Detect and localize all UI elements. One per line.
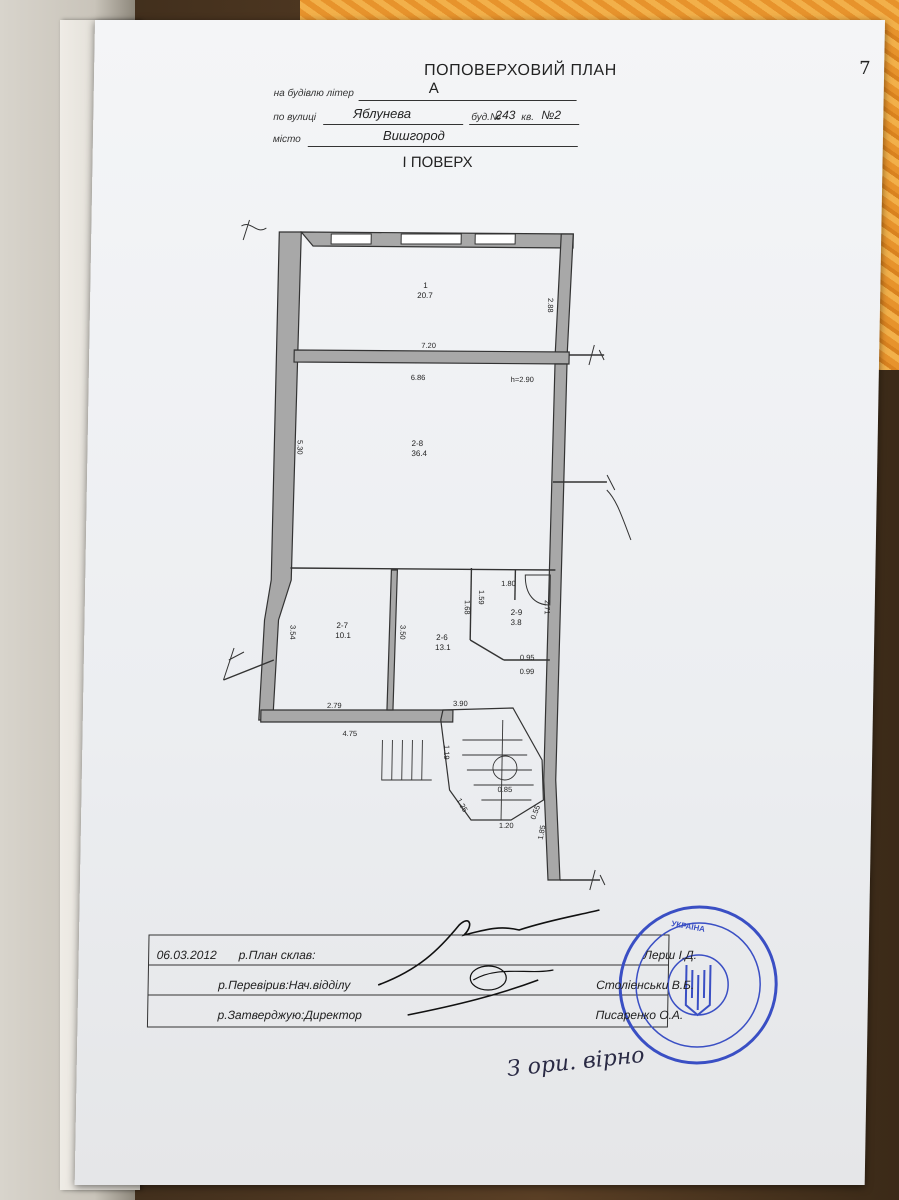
room-1-area: 20.7 <box>417 291 433 300</box>
dim-2-79: 2.79 <box>327 701 342 710</box>
room-labels: 1 20.7 2-8 36.4 2-7 10.1 2-6 13.1 2-9 3.… <box>335 281 523 652</box>
handwritten-signature <box>377 909 600 1016</box>
dim-3-90: 3.90 <box>453 699 468 708</box>
floor-plan-document: ПОПОВЕРХОВИЙ ПЛАН 7 на будівлю літер А п… <box>74 20 885 1185</box>
room-2-6-id: 2-6 <box>436 633 448 642</box>
dim-1-59: 1.59 <box>477 590 486 605</box>
room-2-8-area: 36.4 <box>411 449 427 458</box>
room-2-7-area: 10.1 <box>335 631 351 640</box>
checked-label: р.Перевірив:Нач.відділу <box>218 978 351 992</box>
dim-6-86: 6.86 <box>411 373 426 382</box>
floor-plan-drawing: 1 20.7 2-8 36.4 2-7 10.1 2-6 13.1 2-9 3.… <box>146 219 778 1065</box>
room-2-9-id: 2-9 <box>511 608 523 617</box>
room-2-9-area: 3.8 <box>510 618 522 627</box>
plan-walls <box>258 231 574 881</box>
composed-name: Лерш І.Д. <box>643 948 698 962</box>
staircase <box>381 720 534 820</box>
dim-1-25: 1.25 <box>455 797 470 814</box>
room-2-8-id: 2-8 <box>412 439 424 448</box>
dim-2-71: 2.71 <box>543 600 552 615</box>
dim-0-55: 0.55 <box>529 804 543 821</box>
official-stamp <box>618 905 778 1065</box>
dim-1-68: 1.68 <box>463 600 472 615</box>
dim-1-20: 1.20 <box>499 821 514 830</box>
room-2-7-id: 2-7 <box>336 621 348 630</box>
initials-signature <box>469 965 554 991</box>
dim-4-75: 4.75 <box>342 729 357 738</box>
interior-partitions <box>223 354 607 881</box>
room-1-id: 1 <box>423 281 428 290</box>
plan-date: 06.03.2012 <box>156 948 217 962</box>
dim-0-99: 0.99 <box>520 667 535 676</box>
dim-3-50: 3.50 <box>398 625 407 640</box>
dim-5-30: 5.30 <box>295 440 304 455</box>
approved-name: Писаренко О.А. <box>595 1008 684 1022</box>
break-symbols <box>223 219 632 891</box>
dim-0-85: 0.85 <box>497 785 512 794</box>
checked-name: Століенськи В.Б. <box>596 978 695 992</box>
dim-3-54: 3.54 <box>288 625 297 640</box>
top-windows <box>330 233 516 245</box>
dimension-labels: 2.88 7.20 6.86 h=2.90 5.30 1.80 1.59 1.6… <box>288 298 555 840</box>
approved-label: р.Затверджую:Директор <box>217 1008 363 1022</box>
composed-label: р.План склав: <box>238 948 316 962</box>
dim-7-20: 7.20 <box>421 341 436 350</box>
dim-1-80: 1.80 <box>501 579 516 588</box>
dim-2-88: 2.88 <box>546 298 555 313</box>
shower-fixture <box>524 574 551 606</box>
room-2-6-area: 13.1 <box>435 643 451 652</box>
dim-1-19: 1.19 <box>442 745 451 760</box>
dim-0-95: 0.95 <box>520 653 535 662</box>
dim-height: h=2.90 <box>511 375 534 384</box>
dim-1-85: 1.85 <box>536 824 548 840</box>
